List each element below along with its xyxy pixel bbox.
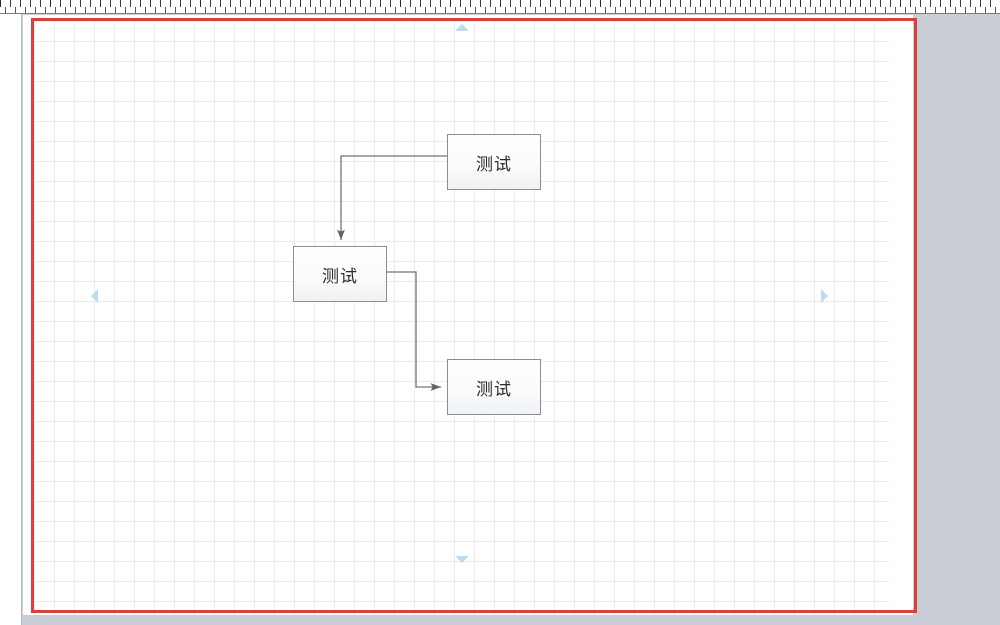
drawing-grid[interactable] (34, 21, 889, 614)
flowchart-node-3-label: 测试 (476, 379, 512, 400)
flowchart-node-2[interactable]: 测试 (293, 246, 387, 302)
scroll-up-arrow-icon[interactable] (455, 24, 469, 31)
scroll-down-arrow-icon[interactable] (455, 556, 469, 563)
scroll-right-arrow-icon[interactable] (821, 289, 828, 303)
scroll-left-arrow-icon[interactable] (91, 289, 98, 303)
flowchart-node-1[interactable]: 测试 (447, 134, 541, 190)
horizontal-ruler[interactable] (0, 0, 1000, 14)
left-gutter (0, 14, 22, 625)
flowchart-node-2-label: 测试 (322, 266, 358, 287)
ruler-short-ticks (0, 7, 1000, 13)
flowchart-node-3[interactable]: 测试 (447, 359, 541, 415)
flowchart-node-1-label: 测试 (476, 154, 512, 175)
